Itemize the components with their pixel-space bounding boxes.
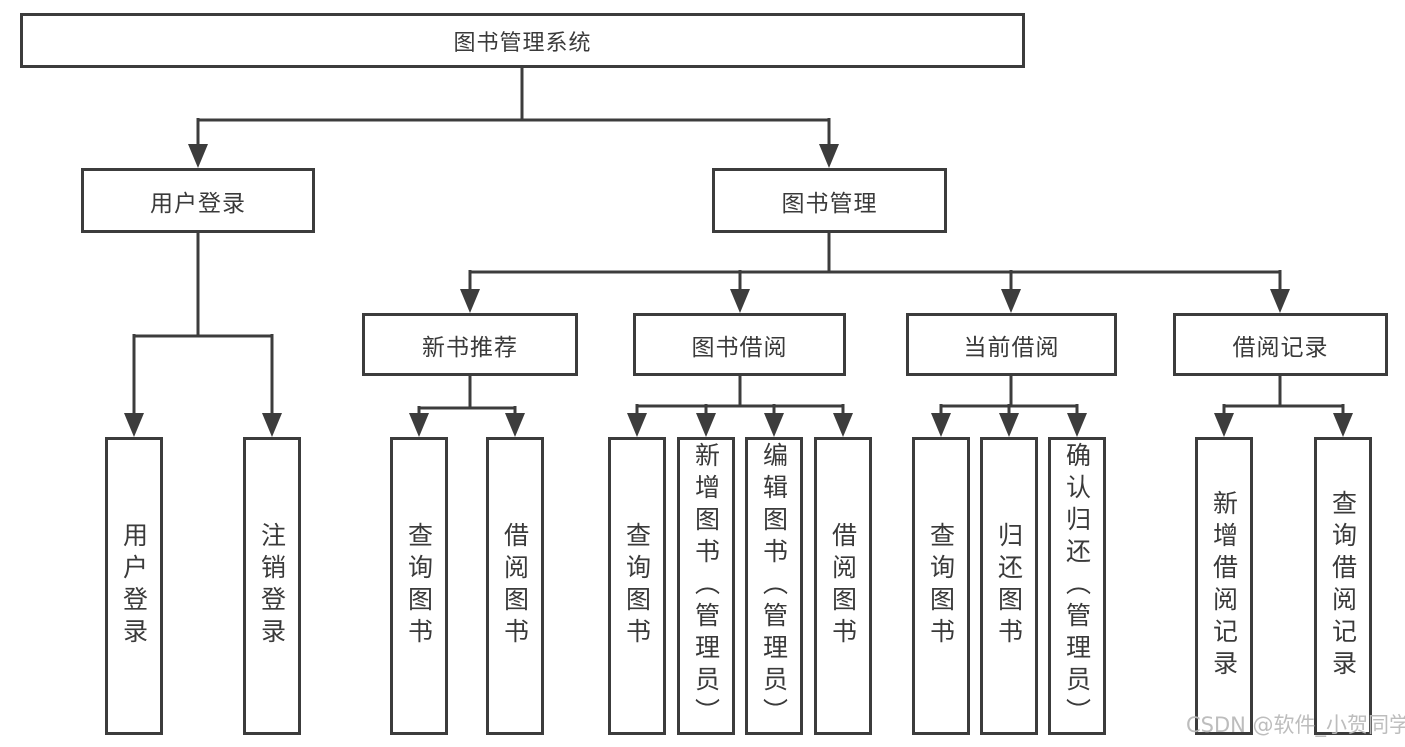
leaf-return-books-label: 归还图书 <box>994 522 1024 650</box>
csdn-watermark: CSDN @软件_小贺同学 <box>1186 713 1405 737</box>
node-book-borrow: 图书借阅 <box>633 313 846 376</box>
leaf-user-login: 用户登录 <box>105 437 163 735</box>
leaf-return-books: 归还图书 <box>980 437 1038 735</box>
leaf-query-books-borrow-label: 查询图书 <box>622 522 652 650</box>
node-book-management: 图书管理 <box>712 168 947 233</box>
node-borrow-records: 借阅记录 <box>1173 313 1388 376</box>
leaf-query-books-current-label: 查询图书 <box>926 522 956 650</box>
leaf-borrow-books: 借阅图书 <box>814 437 872 735</box>
node-user-login-label: 用户登录 <box>150 190 246 217</box>
leaf-add-borrow-record-label: 新增借阅记录 <box>1209 490 1239 682</box>
leaf-logout-label: 注销登录 <box>257 522 287 650</box>
leaf-query-books-current: 查询图书 <box>912 437 970 735</box>
node-book-management-label: 图书管理 <box>781 190 878 217</box>
node-user-login: 用户登录 <box>81 168 315 233</box>
leaf-query-borrow-record-label: 查询借阅记录 <box>1328 490 1358 682</box>
leaf-query-books-recommend-label: 查询图书 <box>404 522 434 650</box>
leaf-query-books-borrow: 查询图书 <box>608 437 666 735</box>
leaf-logout: 注销登录 <box>243 437 301 735</box>
leaf-query-books-recommend: 查询图书 <box>390 437 448 735</box>
node-borrow-records-label: 借阅记录 <box>1232 334 1329 361</box>
arrowheads <box>124 144 1353 437</box>
node-book-borrow-label: 图书借阅 <box>691 334 788 361</box>
node-book-management-system-label: 图书管理系统 <box>453 30 592 56</box>
leaf-borrow-books-label: 借阅图书 <box>828 522 858 650</box>
leaf-borrow-books-recommend-label: 借阅图书 <box>500 522 530 650</box>
leaf-borrow-books-recommend: 借阅图书 <box>486 437 544 735</box>
node-current-borrow-label: 当前借阅 <box>963 334 1060 361</box>
leaf-query-borrow-record: 查询借阅记录 <box>1314 437 1372 735</box>
leaf-confirm-return-admin-label: 确认归还（管理员） <box>1062 442 1092 730</box>
node-new-book-recommend-label: 新书推荐 <box>422 334 518 361</box>
leaf-edit-books-admin-label: 编辑图书（管理员） <box>759 442 789 730</box>
leaf-confirm-return-admin: 确认归还（管理员） <box>1048 437 1106 735</box>
node-current-borrow: 当前借阅 <box>906 313 1117 376</box>
leaf-add-books-admin-label: 新增图书（管理员） <box>691 442 721 730</box>
leaf-add-books-admin: 新增图书（管理员） <box>677 437 735 735</box>
leaf-add-borrow-record: 新增借阅记录 <box>1195 437 1253 735</box>
leaf-edit-books-admin: 编辑图书（管理员） <box>745 437 803 735</box>
node-new-book-recommend: 新书推荐 <box>362 313 578 376</box>
leaf-user-login-label: 用户登录 <box>119 522 149 650</box>
node-book-management-system: 图书管理系统 <box>20 13 1025 68</box>
